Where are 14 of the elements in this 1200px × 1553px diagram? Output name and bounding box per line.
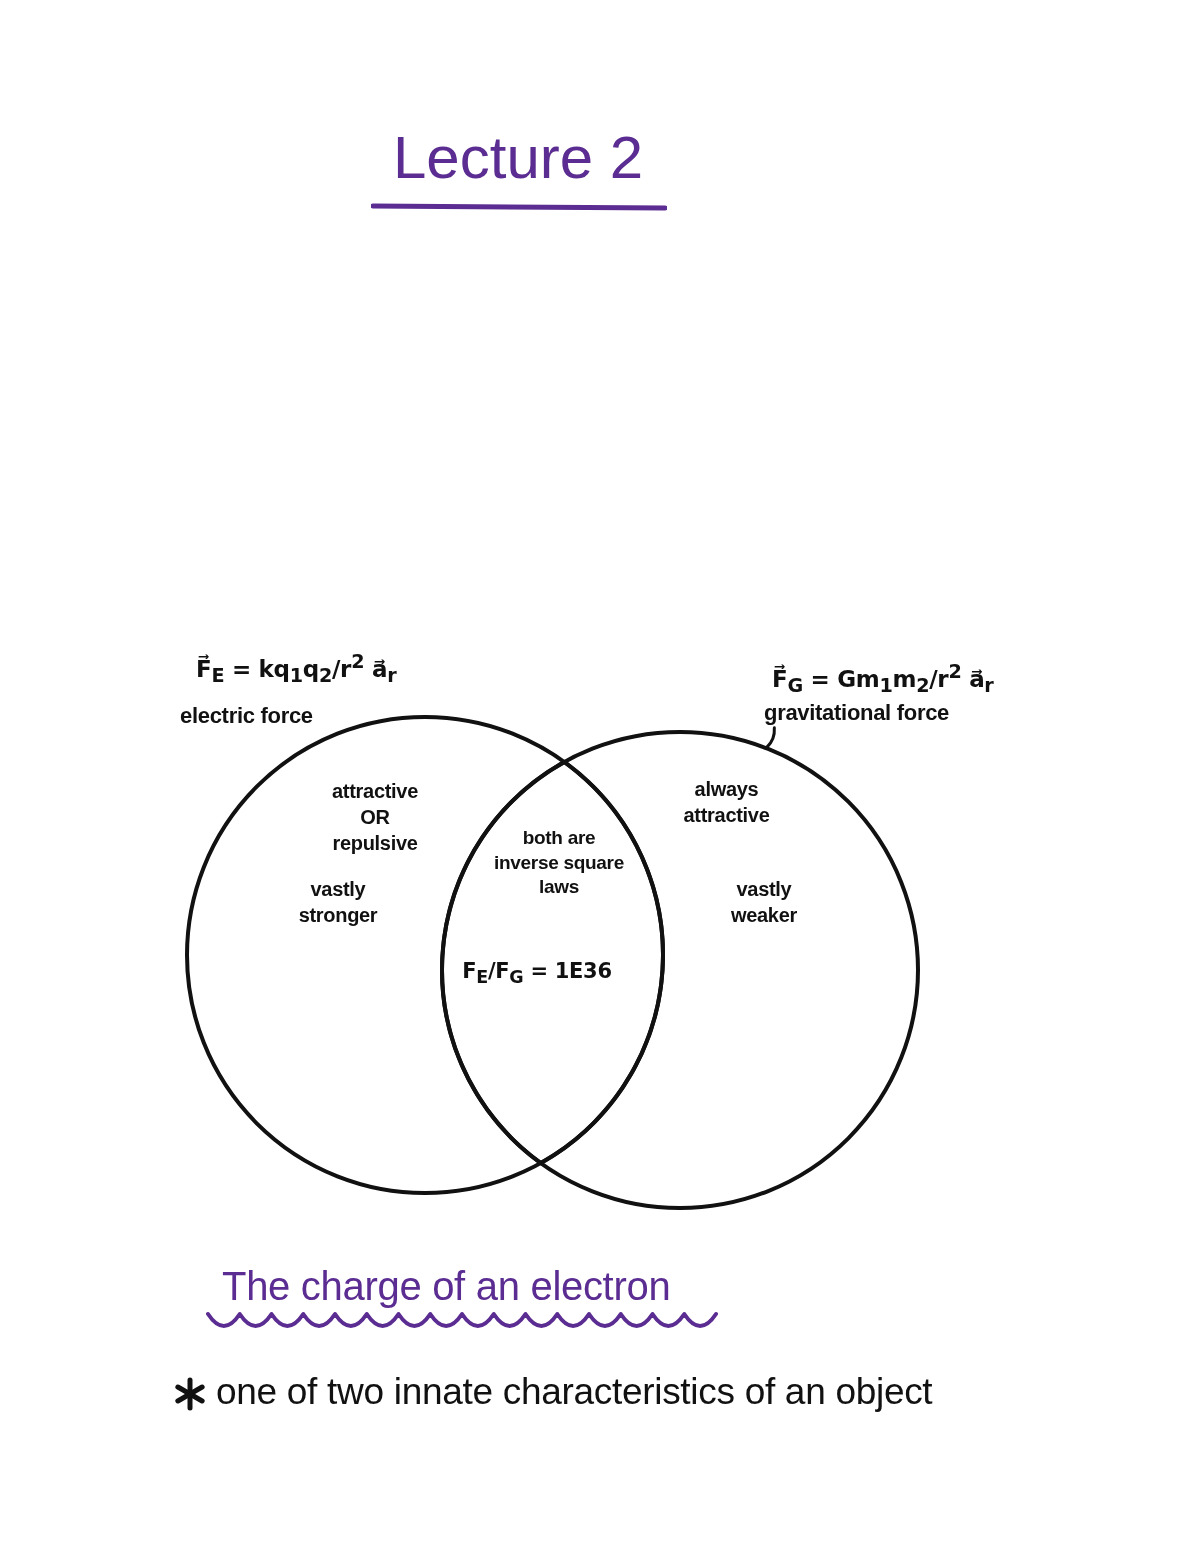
formula: F⃗$_{G}$ = Gm$_{1}$m$_{2}$/r$^{2}$ a⃗$_{r}$ (772, 660, 994, 700)
note-text: vastly weaker (729, 877, 798, 928)
title: Lecture 2 (393, 123, 644, 193)
node-label: electric force (180, 702, 313, 730)
section-heading: The charge of an electron (222, 1263, 671, 1310)
formula: F⃗$_{E}$ = kq$_{1}$q$_{2}$/r$^{2}$ a⃗$_{r}$ (196, 650, 397, 690)
note-text: one of two innate characteristics of an object (216, 1370, 933, 1414)
note-text: vastly stronger (297, 877, 379, 928)
note-text: attractive OR repulsive (331, 779, 419, 856)
note-text: always attractive (682, 777, 771, 828)
note-text: both are inverse square laws (493, 826, 625, 900)
leader-line (765, 726, 776, 749)
node-label: gravitational force (764, 699, 951, 728)
ratio-formula: F$_{E}$/F$_{G}$ = 1E36 (462, 958, 612, 989)
